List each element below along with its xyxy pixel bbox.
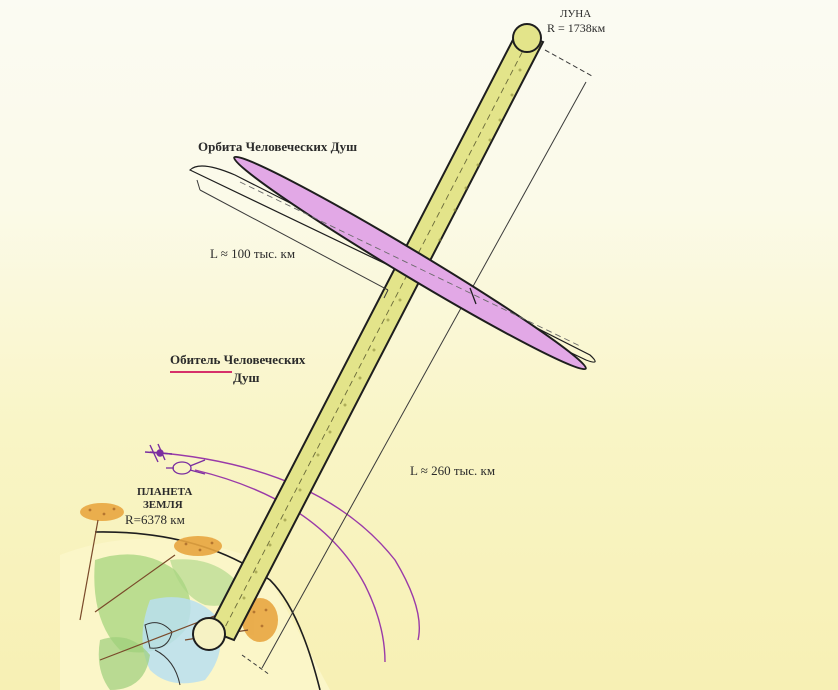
orbit-length-label: L ≈ 100 тыс. км — [210, 246, 296, 261]
soul-orbit — [188, 155, 596, 371]
inner-arc — [194, 469, 386, 663]
earth-outline — [94, 531, 321, 690]
tube-dimension — [241, 49, 593, 676]
cloud-2 — [174, 536, 222, 556]
soul-tube — [192, 23, 545, 651]
outer-arc — [149, 451, 421, 641]
orbit-dimension — [196, 179, 389, 299]
earth-label-line2: ЗЕМЛЯ — [143, 499, 183, 511]
moon-radius-label: R = 1738км — [547, 21, 606, 35]
moon-name-label: ЛУНА — [560, 8, 592, 20]
earth-radius-label: R=6378 км — [125, 512, 185, 527]
earth-label-line1: ПЛАНЕТА — [137, 486, 193, 498]
orbit-title-label: Орбита Человеческих Душ — [198, 139, 358, 154]
spacecraft-icon — [144, 443, 173, 463]
atmosphere-arcs — [149, 451, 421, 663]
earth-end-circle — [192, 617, 226, 651]
abode-label-line1: Обитель Человеческих — [170, 352, 306, 367]
abode-label-line2: Душ — [233, 370, 260, 385]
satellite-icon — [166, 459, 206, 475]
moon-circle — [512, 23, 542, 53]
tube-length-label: L ≈ 260 тыс. км — [410, 463, 496, 478]
cloud-1 — [80, 503, 124, 521]
